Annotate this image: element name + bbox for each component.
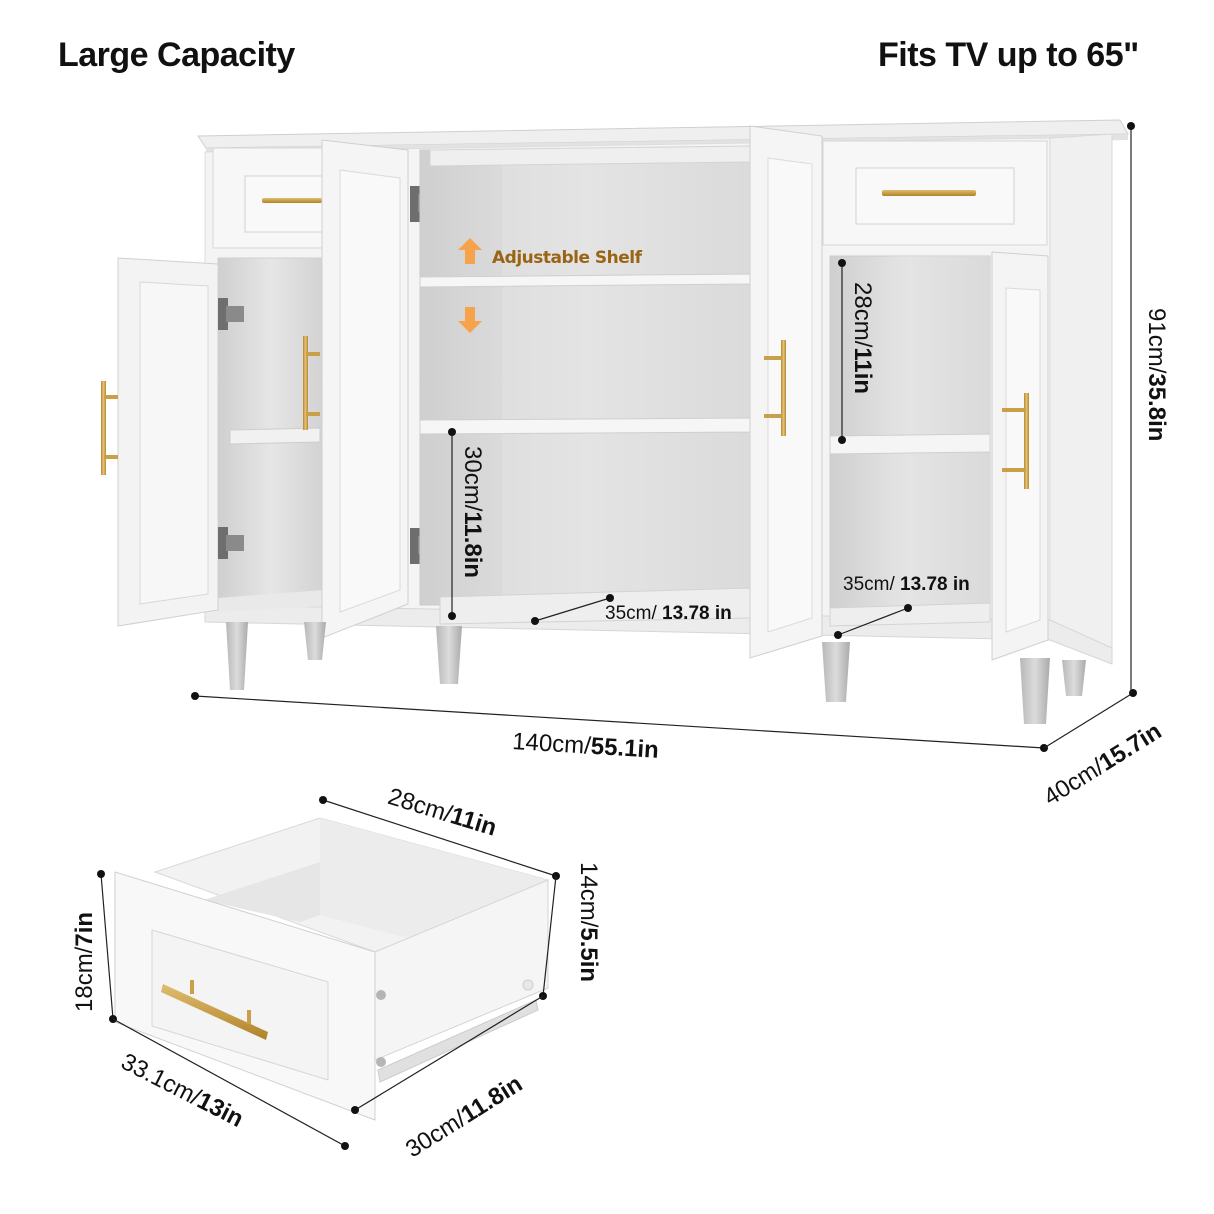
center-depth-in: 13.78 in bbox=[662, 603, 732, 624]
cabinet-dimension-lines bbox=[191, 122, 1137, 752]
hinge-icon bbox=[410, 186, 420, 222]
left-top-drawer bbox=[212, 147, 326, 249]
height-in: 35.8in bbox=[1143, 373, 1170, 442]
right-compartment-height-label: 28cm/11in bbox=[849, 282, 876, 395]
right-compartment-depth-label: 35cm/ 13.78 in bbox=[843, 575, 970, 594]
center-right-open-door bbox=[749, 125, 823, 659]
cabinet-legs bbox=[226, 622, 1086, 724]
drawer-front-height-cm: 18cm/ bbox=[71, 946, 98, 1012]
door-handle-icon bbox=[1024, 393, 1029, 489]
drawer-inner-height-cm: 14cm/ bbox=[575, 862, 602, 928]
right-height-in: 11in bbox=[849, 347, 876, 395]
arrow-up-icon bbox=[458, 238, 482, 264]
arrow-down-icon bbox=[458, 307, 482, 333]
drawer-front-height-in: 7in bbox=[71, 911, 98, 947]
center-compartment-depth-label: 35cm/ 13.78 in bbox=[605, 604, 732, 623]
drawer-front-height-label: 18cm/7in bbox=[71, 911, 98, 1012]
drawer-inner-height-in: 5.5in bbox=[575, 927, 602, 983]
right-open-door bbox=[991, 251, 1049, 661]
door-handle-icon bbox=[101, 381, 106, 475]
hinge-icon bbox=[218, 527, 228, 559]
cabinet-height-label: 91cm/35.8in bbox=[1143, 308, 1170, 442]
center-height-cm: 30cm/ bbox=[459, 446, 486, 512]
center-compartment bbox=[419, 145, 751, 625]
width-in: 55.1in bbox=[590, 732, 660, 764]
height-cm: 91cm/ bbox=[1143, 308, 1170, 374]
center-compartment-height-label: 30cm/11.8in bbox=[459, 446, 486, 579]
right-top-drawer bbox=[822, 140, 1048, 246]
center-depth-cm: 35cm/ bbox=[605, 603, 663, 624]
door-handle-icon bbox=[781, 340, 786, 436]
drawer-handle-icon bbox=[262, 198, 322, 203]
right-height-cm: 28cm/ bbox=[849, 282, 876, 348]
door-handle-icon bbox=[303, 336, 308, 430]
width-cm: 140cm/ bbox=[511, 728, 592, 760]
drawer-inner-height-label: 14cm/5.5in bbox=[575, 862, 602, 983]
right-depth-cm: 35cm/ bbox=[843, 574, 901, 595]
center-height-in: 11.8in bbox=[459, 511, 486, 579]
sideboard-cabinet bbox=[101, 119, 1129, 724]
drawer-dimension-lines bbox=[97, 796, 560, 1150]
left-open-door bbox=[101, 257, 320, 627]
adjustable-shelf-label: Adjustable Shelf bbox=[492, 248, 642, 268]
adjustable-shelf-arrows bbox=[458, 238, 482, 333]
drawer-front-handle-icon bbox=[161, 980, 268, 1040]
hinge-icon bbox=[218, 298, 228, 330]
right-depth-in: 13.78 in bbox=[900, 574, 970, 595]
center-left-open-door bbox=[321, 139, 436, 639]
drawer-handle-icon bbox=[882, 190, 976, 196]
heading-tv-fit: Fits TV up to 65" bbox=[878, 36, 1139, 74]
heading-large-capacity: Large Capacity bbox=[58, 36, 295, 74]
drawer-illustration bbox=[114, 817, 550, 1121]
right-compartment bbox=[829, 255, 991, 627]
hinge-icon bbox=[410, 528, 420, 564]
